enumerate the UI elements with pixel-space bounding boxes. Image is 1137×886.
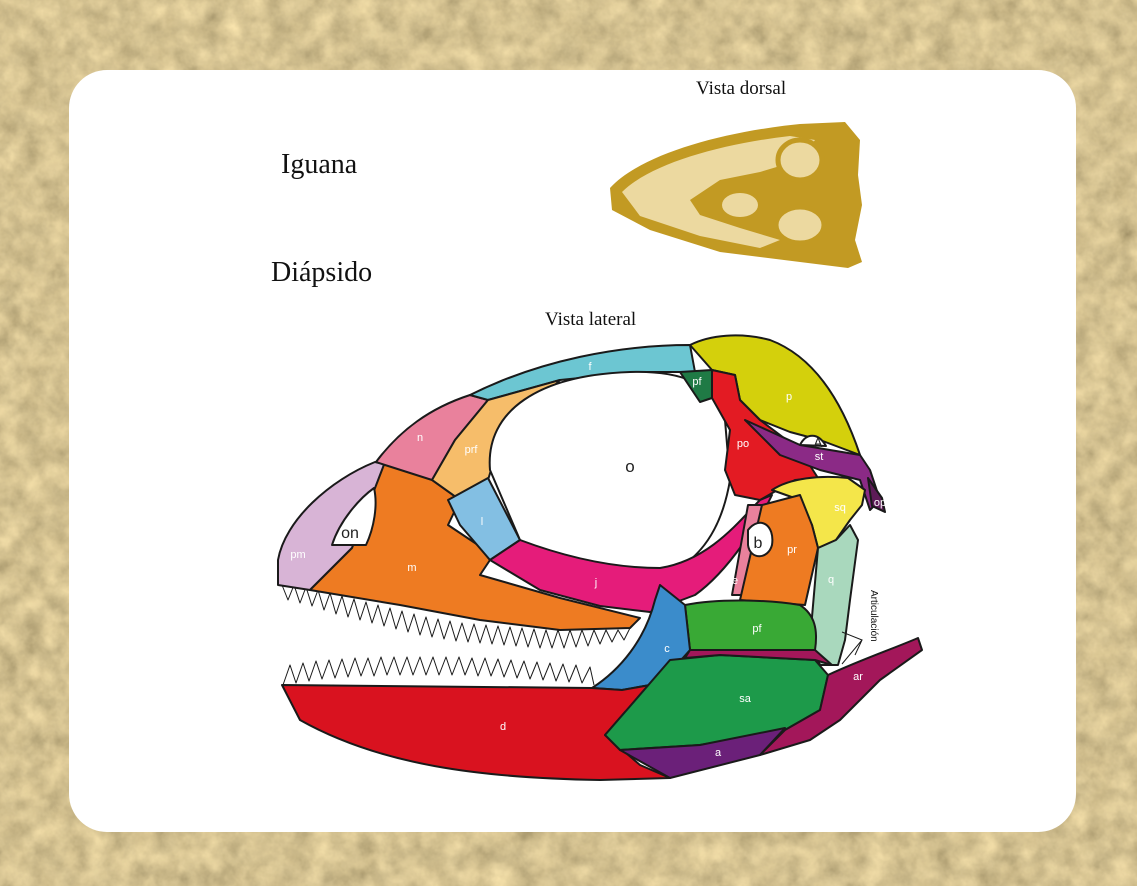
bone-pterygoid <box>685 600 816 650</box>
label-p: p <box>786 391 792 403</box>
label-c: c <box>664 643 670 655</box>
label-pf-top: pf <box>692 376 702 388</box>
dorsal-temporal-fenestra <box>722 193 758 217</box>
label-st: st <box>815 451 824 463</box>
label-m: m <box>407 562 416 574</box>
label-q: q <box>828 574 834 586</box>
label-ar: ar <box>853 671 863 683</box>
dorsal-orbit-upper <box>778 140 822 180</box>
label-a: a <box>715 747 722 759</box>
label-n: n <box>417 432 423 444</box>
label-o: o <box>625 457 634 476</box>
label-op: op <box>874 497 886 509</box>
dorsal-skull <box>610 122 862 268</box>
label-po: po <box>737 438 749 450</box>
dorsal-orbit-lower <box>776 207 824 243</box>
label-e: e <box>732 575 738 587</box>
label-pr: pr <box>787 544 797 556</box>
label-l: l <box>481 516 483 528</box>
label-sa: sa <box>739 693 752 705</box>
label-j: j <box>594 577 597 589</box>
label-pm: pm <box>290 549 305 561</box>
label-d: d <box>500 721 506 733</box>
label-prf: prf <box>465 444 479 456</box>
label-pf-low: pf <box>752 623 762 635</box>
label-sq: sq <box>834 502 846 514</box>
label-b: b <box>754 535 763 552</box>
lateral-skull <box>278 335 922 780</box>
label-A: A <box>814 435 823 450</box>
articulation-label: Articulación <box>868 590 879 642</box>
label-on: on <box>341 525 359 542</box>
lower-teeth <box>283 657 594 685</box>
